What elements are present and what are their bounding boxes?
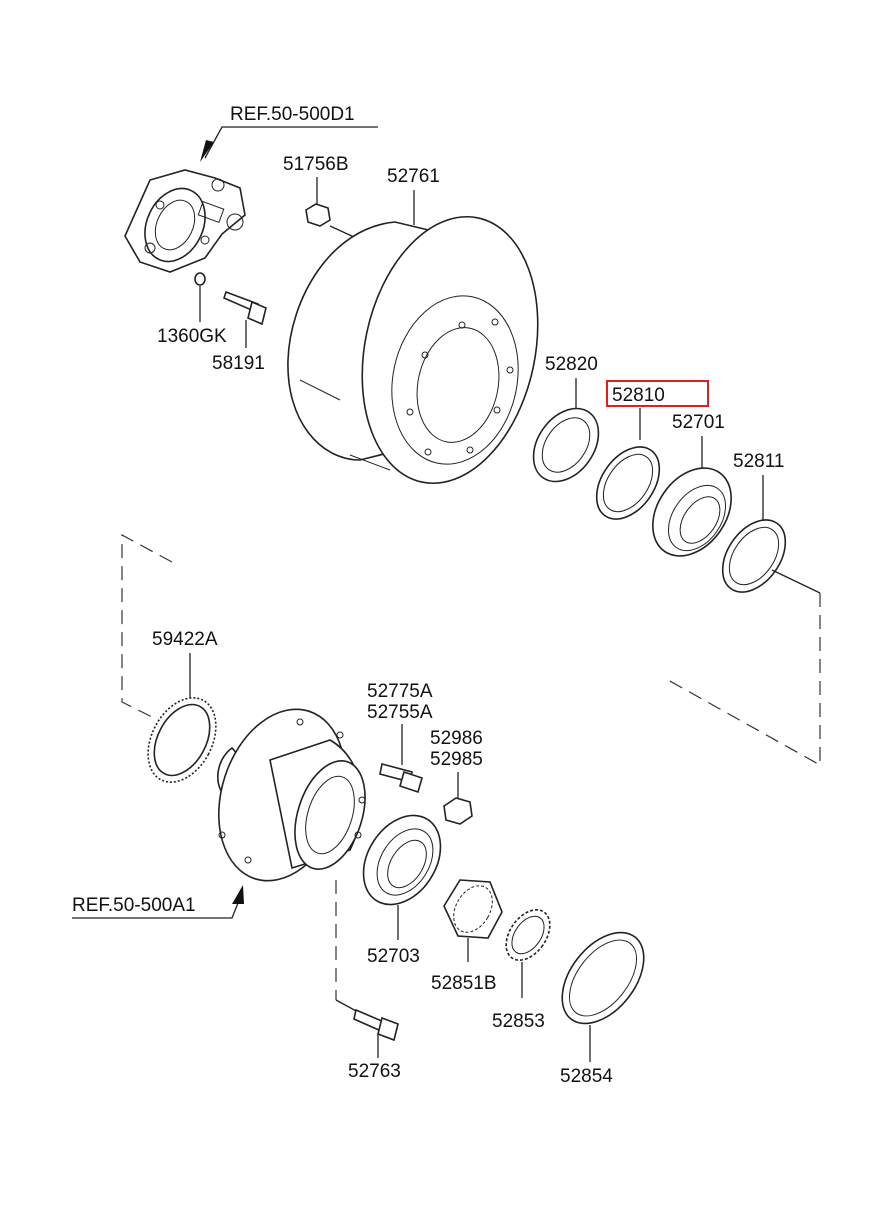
label-52761[interactable]: 52761: [387, 166, 440, 187]
ref-top-label[interactable]: REF.50-500D1: [230, 104, 355, 125]
label-52986[interactable]: 52986: [430, 728, 483, 749]
label-52854[interactable]: 52854: [560, 1066, 613, 1087]
ref-bottom-label[interactable]: REF.50-500A1: [72, 895, 196, 916]
label-58191[interactable]: 58191: [212, 353, 265, 374]
wheel-hub: [217, 708, 366, 882]
seal-ring-52854: [561, 931, 645, 1025]
label-52811[interactable]: 52811: [733, 451, 784, 472]
seal-52820: [532, 407, 600, 483]
label-52703[interactable]: 52703: [367, 946, 420, 967]
label-52810[interactable]: 52810: [612, 385, 665, 406]
bolt-52763: [353, 1008, 399, 1042]
label-52763[interactable]: 52763: [348, 1061, 401, 1082]
label-52775a[interactable]: 52775A: [367, 681, 433, 702]
bearing-52703: [362, 814, 442, 906]
ring-52810: [595, 446, 661, 520]
bolt-58191: [223, 290, 267, 326]
label-59422a[interactable]: 59422A: [152, 629, 218, 650]
tone-ring-59422a: [147, 697, 217, 783]
bearing-52701: [652, 467, 732, 557]
washer-52853: [505, 909, 551, 961]
label-52820[interactable]: 52820: [545, 354, 598, 375]
highlight-box-52810: [606, 380, 709, 407]
label-52701[interactable]: 52701: [672, 412, 725, 433]
washer-1360gk: [194, 272, 206, 286]
label-51756b[interactable]: 51756B: [283, 154, 349, 175]
nut-52986: [443, 797, 473, 825]
nut-51756b: [305, 203, 331, 227]
lock-nut-52851b: [443, 879, 503, 939]
backing-plate-drawing: [124, 169, 246, 273]
label-1360gk[interactable]: 1360GK: [157, 326, 227, 347]
brake-drum-52761: [287, 215, 539, 485]
assembly-line-left: [121, 533, 173, 723]
label-52755a[interactable]: 52755A: [367, 702, 433, 723]
label-52851b[interactable]: 52851B: [431, 973, 497, 994]
label-52853[interactable]: 52853: [492, 1011, 545, 1032]
assembly-line-right: [667, 593, 821, 767]
stud-52775a: [379, 763, 423, 794]
label-52985[interactable]: 52985: [430, 749, 483, 770]
